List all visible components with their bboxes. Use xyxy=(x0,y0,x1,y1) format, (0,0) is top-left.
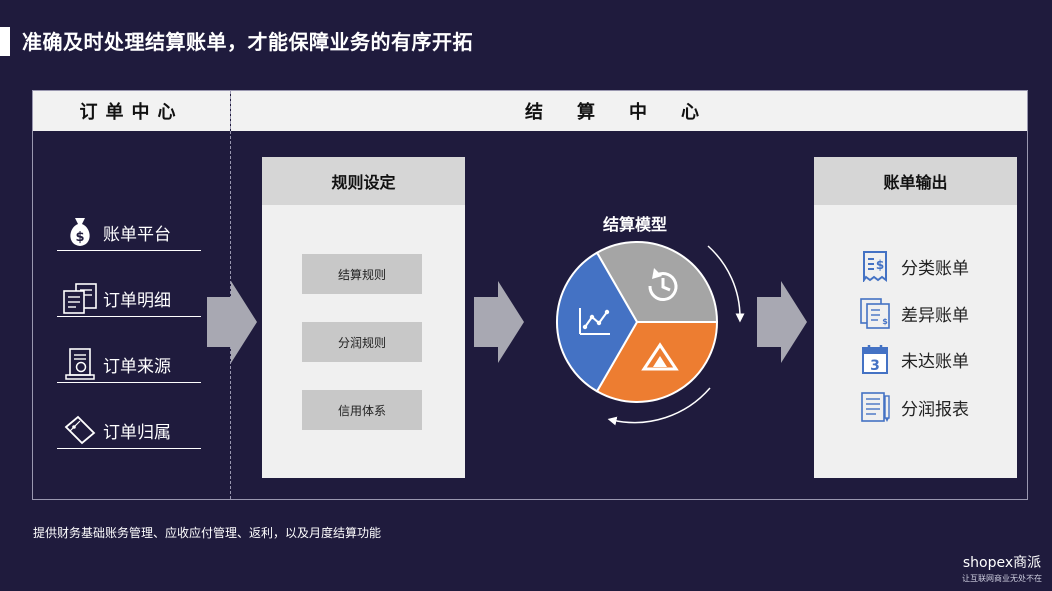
brand-logo: shopex商派 让互联网商业无处不在 xyxy=(960,552,1044,584)
output-item-profit-report: 分润报表 xyxy=(857,390,969,424)
output-item-label: 分类账单 xyxy=(901,258,969,279)
settlement-center-header: 结算中心 xyxy=(231,91,1027,131)
model-segment-history xyxy=(595,241,719,323)
svg-text:3: 3 xyxy=(870,358,880,374)
receipt-dollar-icon: $ xyxy=(857,250,893,282)
flow-arrow-2 xyxy=(474,281,524,363)
rules-panel-title: 规则设定 xyxy=(262,157,465,205)
order-item-label: 订单来源 xyxy=(103,356,171,377)
svg-text:$: $ xyxy=(876,258,884,272)
tag-icon xyxy=(57,413,103,447)
order-item-label: 账单平台 xyxy=(103,224,171,245)
output-item-category-bill: $ 分类账单 xyxy=(857,250,969,282)
output-item-difference-bill: $ 差异账单 xyxy=(857,296,969,330)
calendar-3-icon: 3 xyxy=(857,343,893,375)
cycle-arrow-bottom xyxy=(607,387,711,426)
flow-arrow-1 xyxy=(207,281,257,363)
order-item-billing-platform: $ 账单平台 xyxy=(57,214,201,251)
section-divider xyxy=(230,91,231,499)
svg-text:$: $ xyxy=(882,317,888,326)
title-accent-bar xyxy=(0,27,10,56)
report-pencil-icon xyxy=(857,390,893,424)
brand-logo-text: shopex商派 xyxy=(962,555,1042,571)
brand-tagline: 让互联网商业无处不在 xyxy=(962,574,1042,583)
settlement-model-diagram xyxy=(556,241,745,426)
order-item-label: 订单明细 xyxy=(103,290,171,311)
order-item-label: 订单归属 xyxy=(103,422,171,443)
rule-item-settlement: 结算规则 xyxy=(302,254,422,294)
invoice-stack-icon: $ xyxy=(857,296,893,330)
order-item-order-ownership: 订单归属 xyxy=(57,412,201,449)
output-item-unreached-bill: 3 未达账单 xyxy=(857,343,969,375)
rule-item-profit-sharing: 分润规则 xyxy=(302,322,422,362)
flow-arrow-3 xyxy=(757,281,807,363)
settlement-model-title: 结算模型 xyxy=(602,215,667,234)
warning-triangle-icon xyxy=(641,342,679,371)
order-item-order-source: 订单来源 xyxy=(57,346,201,383)
certificate-scroll-icon xyxy=(57,346,103,382)
output-item-label: 未达账单 xyxy=(901,351,969,372)
slide-title: 准确及时处理结算账单，才能保障业务的有序开拓 xyxy=(22,30,473,54)
output-item-label: 差异账单 xyxy=(901,305,969,326)
output-item-label: 分润报表 xyxy=(901,399,969,420)
footer-note: 提供财务基础账务管理、应收应付管理、返利，以及月度结算功能 xyxy=(33,526,382,540)
history-clock-icon xyxy=(648,268,678,302)
svg-text:$: $ xyxy=(75,230,84,245)
analytics-chart-icon xyxy=(579,308,610,335)
order-center-header: 订单中心 xyxy=(33,91,230,131)
output-panel-title: 账单输出 xyxy=(814,157,1017,205)
output-panel: 账单输出 xyxy=(814,157,1017,478)
diagram-frame xyxy=(32,90,1028,500)
document-list-icon xyxy=(57,281,103,315)
cycle-arrow-right xyxy=(707,245,745,323)
rule-item-credit-system: 信用体系 xyxy=(302,390,422,430)
rules-panel: 规则设定 结算规则 分润规则 信用体系 xyxy=(262,157,465,478)
order-item-order-detail: 订单明细 xyxy=(57,280,201,317)
money-bag-icon: $ xyxy=(57,215,103,249)
